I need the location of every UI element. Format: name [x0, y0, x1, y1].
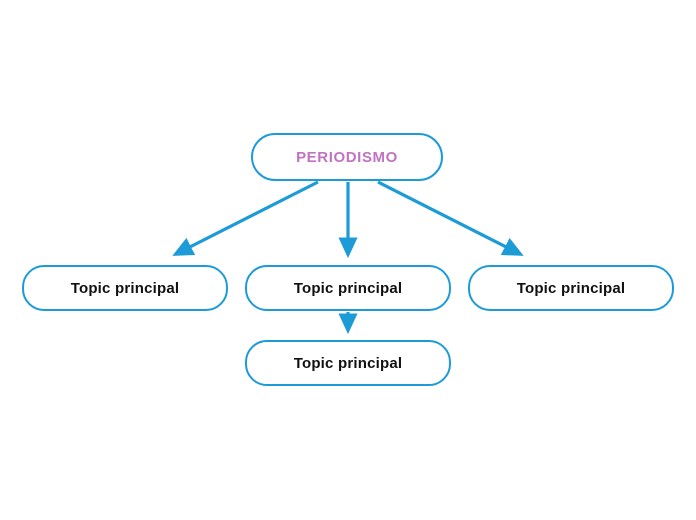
- node-topic-1[interactable]: Topic principal: [22, 265, 228, 311]
- node-topic-2-label: Topic principal: [293, 279, 403, 297]
- node-topic-4[interactable]: Topic principal: [245, 340, 451, 386]
- node-root[interactable]: PERIODISMO: [251, 133, 443, 181]
- node-topic-3[interactable]: Topic principal: [468, 265, 674, 311]
- connector-root-to-child-3: [377, 180, 524, 256]
- node-topic-1-label: Topic principal: [70, 279, 180, 297]
- node-topic-4-label: Topic principal: [293, 354, 403, 372]
- node-topic-2[interactable]: Topic principal: [245, 265, 451, 311]
- node-root-label: PERIODISMO: [296, 148, 398, 166]
- node-topic-3-label: Topic principal: [516, 279, 626, 297]
- connector-root-to-child-1: [172, 180, 319, 256]
